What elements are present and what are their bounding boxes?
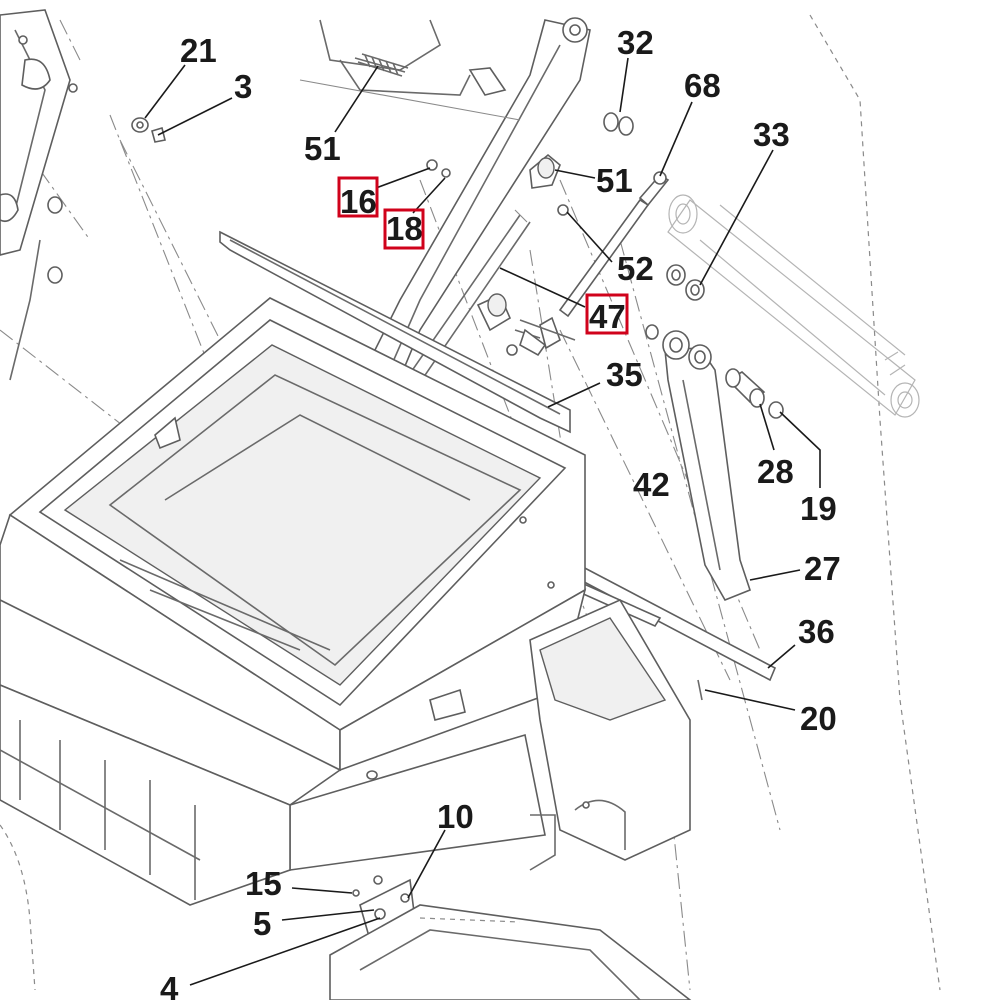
callout-36: 36 bbox=[798, 613, 835, 650]
callout-20: 20 bbox=[800, 700, 837, 737]
highlight-box-18 bbox=[383, 208, 425, 250]
hopper bbox=[0, 297, 691, 906]
leader-lines bbox=[144, 57, 821, 986]
left-brackets bbox=[0, 9, 166, 381]
callout-19: 19 bbox=[800, 490, 837, 527]
washers bbox=[603, 112, 784, 419]
callout-28: 28 bbox=[757, 453, 794, 490]
callout-51-upper: 51 bbox=[304, 130, 341, 167]
callout-51-right: 51 bbox=[596, 162, 633, 199]
callout-16: 16 bbox=[340, 183, 377, 220]
callout-27: 27 bbox=[804, 550, 841, 587]
callout-15: 15 bbox=[245, 865, 282, 902]
callout-68: 68 bbox=[684, 67, 721, 104]
highlight-box-16 bbox=[337, 176, 379, 218]
callout-32: 32 bbox=[617, 24, 654, 61]
callout-47: 47 bbox=[589, 298, 626, 335]
callout-3: 3 bbox=[234, 68, 252, 105]
bottom-hardware bbox=[329, 875, 693, 1001]
callout-42: 42 bbox=[633, 466, 670, 503]
highlight-box-47 bbox=[585, 293, 629, 335]
callout-labels: 21 3 32 68 33 51 51 16 18 52 47 35 42 28… bbox=[160, 24, 841, 1005]
callout-21: 21 bbox=[180, 32, 217, 69]
callout-33: 33 bbox=[753, 116, 790, 153]
hydraulic-cylinder bbox=[667, 194, 920, 418]
callout-18: 18 bbox=[386, 210, 423, 247]
callout-5: 5 bbox=[253, 905, 271, 942]
callout-4: 4 bbox=[160, 970, 179, 1000]
callout-52: 52 bbox=[617, 250, 654, 287]
callout-10: 10 bbox=[437, 798, 474, 835]
plate-35 bbox=[219, 230, 571, 434]
callout-35: 35 bbox=[606, 356, 643, 393]
highlight-boxes bbox=[337, 176, 629, 335]
hardware-cluster bbox=[426, 153, 670, 357]
pivot-link bbox=[662, 330, 751, 602]
